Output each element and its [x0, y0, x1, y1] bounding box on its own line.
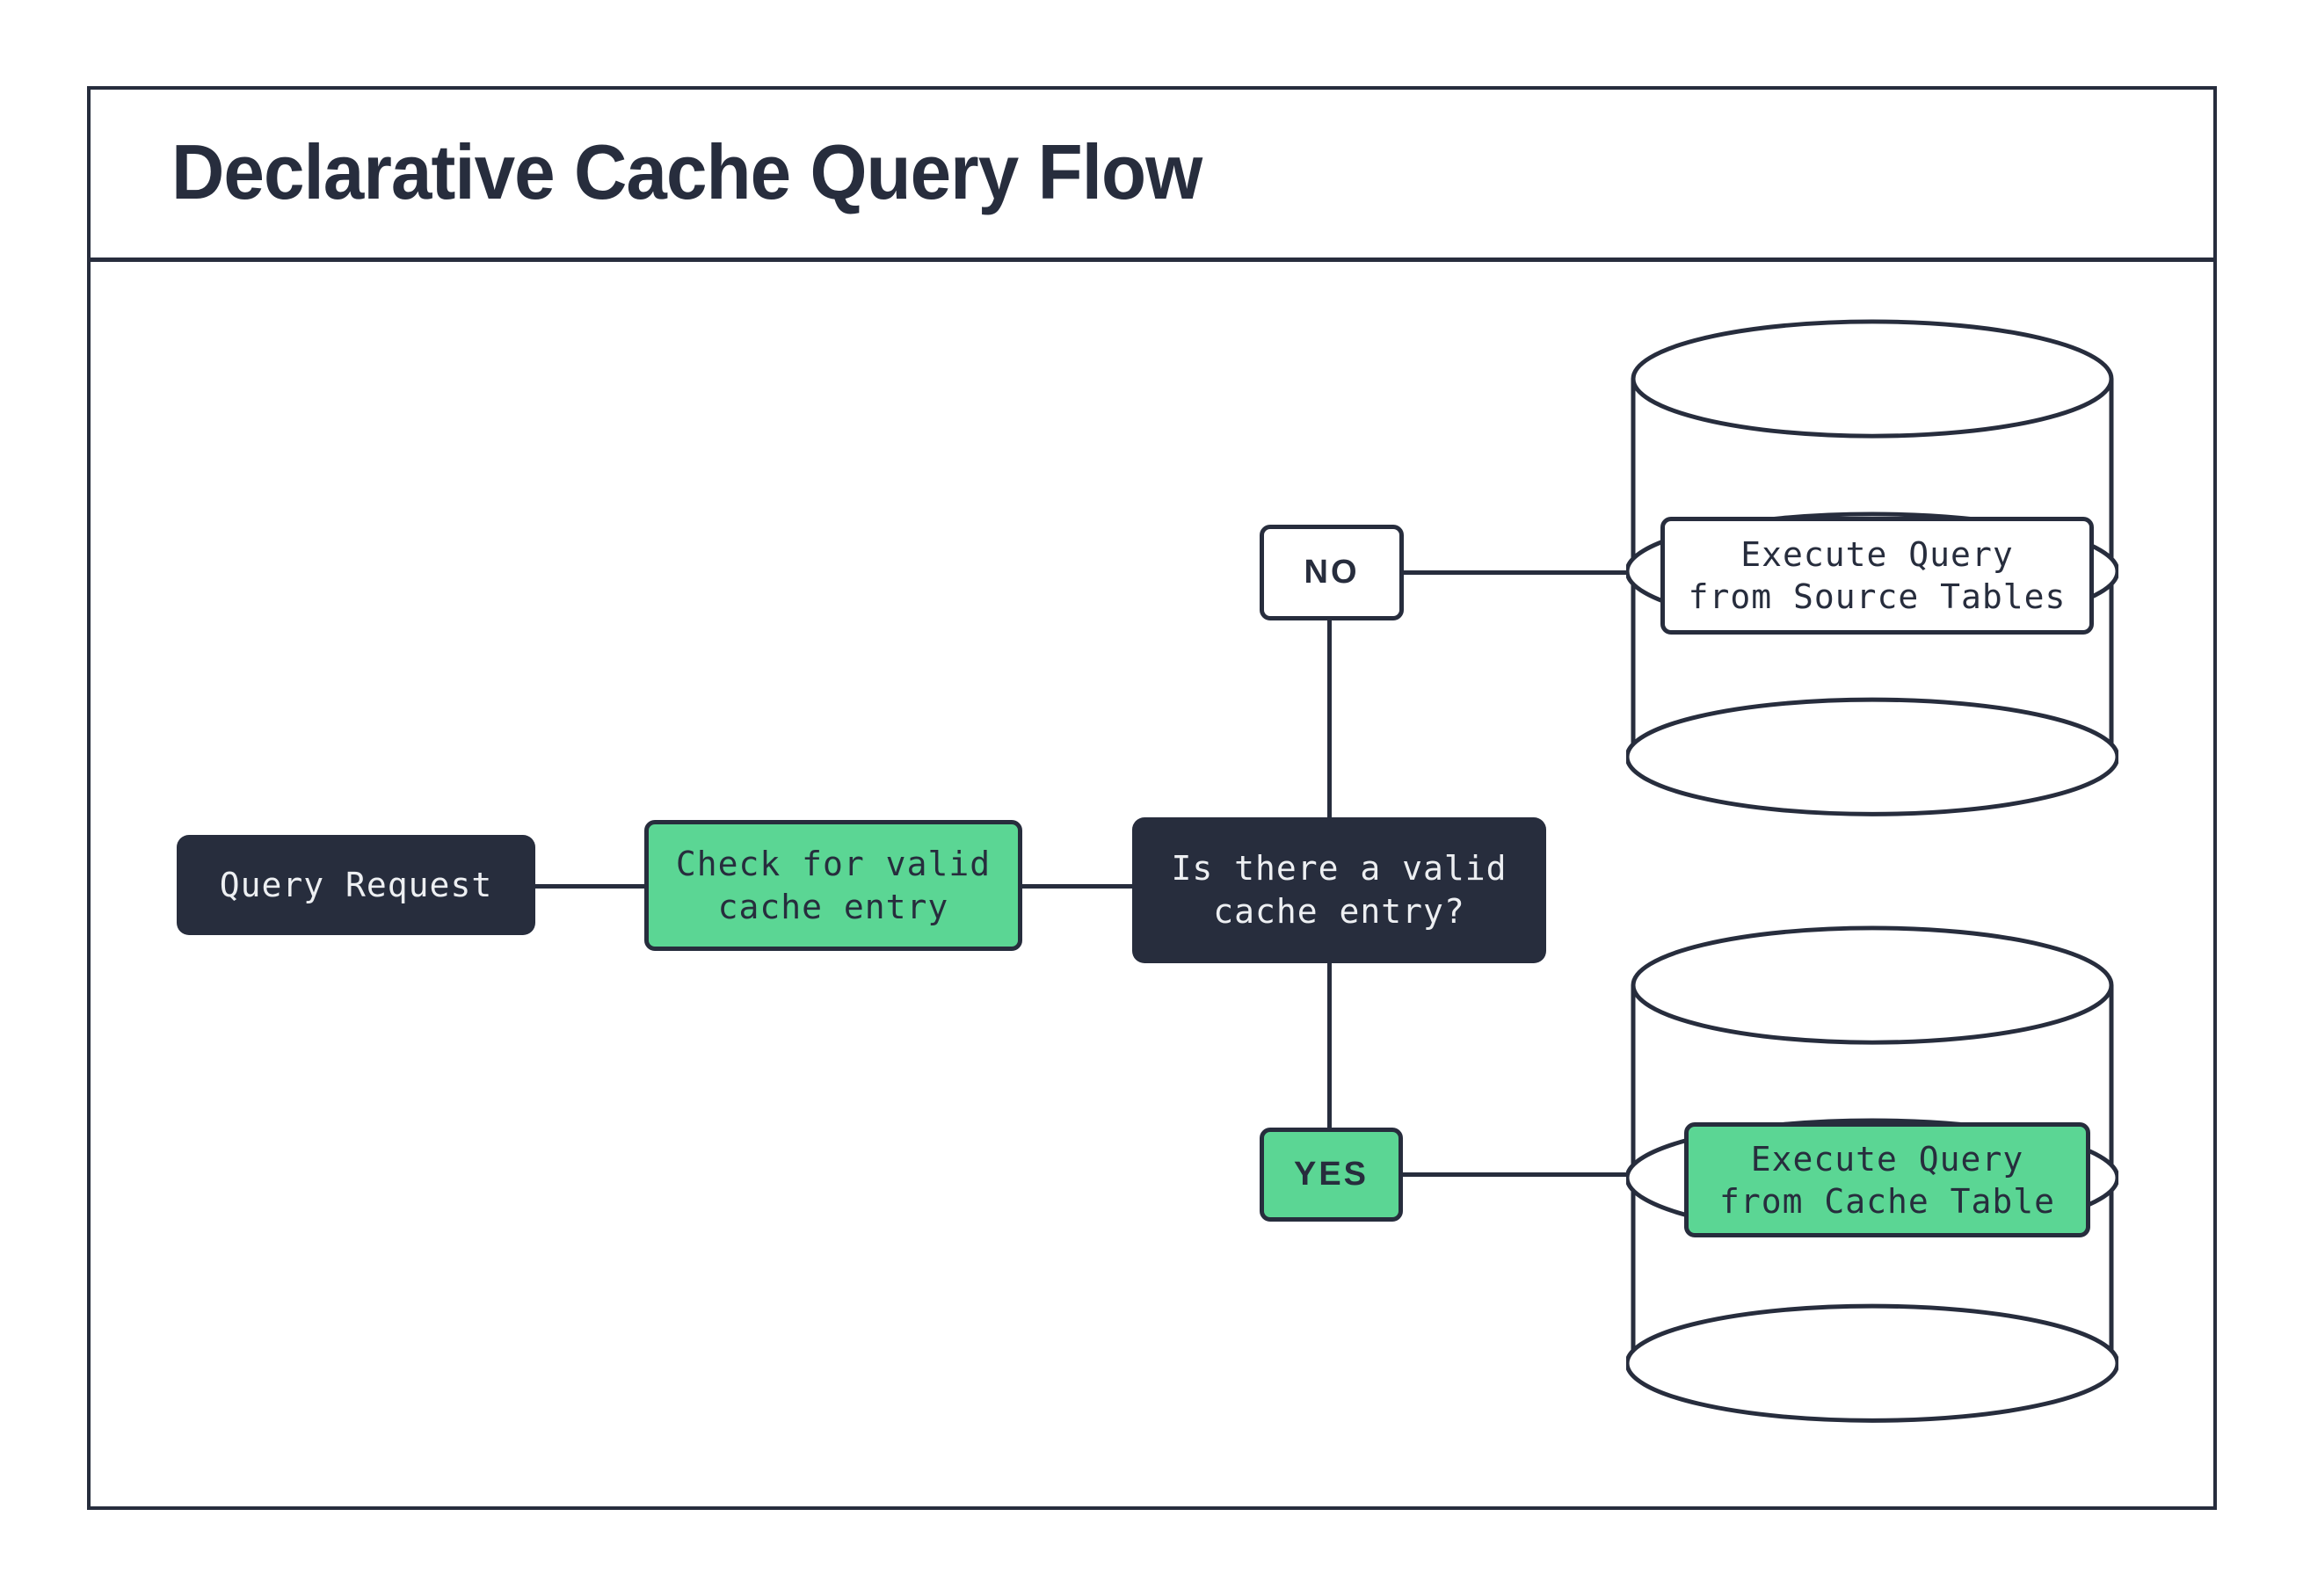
- flow-node-execute-cache: Execute Query from Cache Table: [1684, 1122, 2090, 1237]
- execute-cache-line2: from Cache Table: [1718, 1181, 2056, 1221]
- page-title: Declarative Cache Query Flow: [171, 128, 1202, 215]
- no-label: NO: [1304, 554, 1360, 591]
- connector-decision-to-yes: [1327, 961, 1332, 1130]
- execute-cache-line1: Execute Query: [1750, 1139, 2024, 1179]
- check-cache-line2: cache entry: [717, 887, 949, 926]
- flow-node-check-cache: Check for valid cache entry: [644, 820, 1022, 951]
- connector-decision-to-no: [1327, 619, 1332, 819]
- execute-source-line2: from Source Tables: [1688, 577, 2067, 616]
- connector-query-to-check: [534, 884, 645, 889]
- decision-line2: cache entry?: [1213, 892, 1465, 931]
- flow-node-decision: Is there a valid cache entry?: [1132, 817, 1546, 963]
- decision-line1: Is there a valid: [1171, 849, 1507, 888]
- connector-check-to-decision: [1021, 884, 1133, 889]
- query-request-label: Query Request: [219, 865, 493, 904]
- connector-yes-to-cache-db: [1401, 1172, 1633, 1177]
- flow-node-execute-source: Execute Query from Source Tables: [1660, 517, 2094, 635]
- connector-no-to-source-db: [1402, 570, 1633, 575]
- branch-label-no: NO: [1260, 525, 1404, 620]
- flow-node-query-request: Query Request: [177, 835, 535, 935]
- yes-label: YES: [1293, 1156, 1369, 1193]
- check-cache-line1: Check for valid: [675, 844, 992, 883]
- header-divider: [87, 258, 2217, 262]
- branch-label-yes: YES: [1260, 1128, 1403, 1222]
- execute-source-line1: Execute Query: [1740, 535, 2014, 574]
